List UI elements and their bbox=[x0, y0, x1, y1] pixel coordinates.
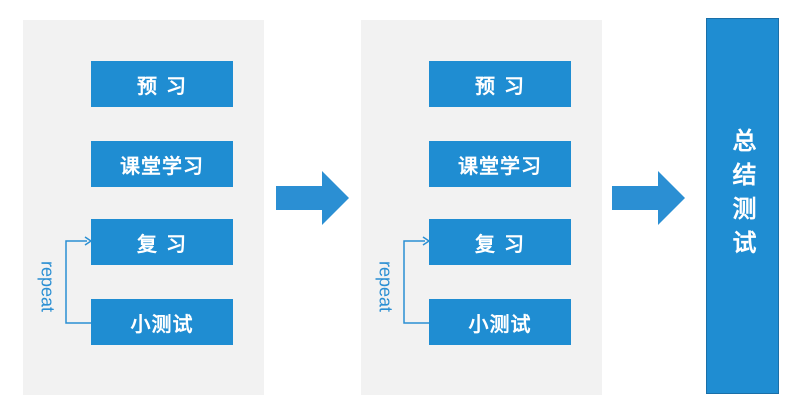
step-preview: 预 习 bbox=[91, 61, 233, 107]
right-arrow-icon bbox=[276, 171, 349, 225]
step-review: 复 习 bbox=[91, 219, 233, 265]
repeat-label: repeat bbox=[37, 261, 58, 313]
final-test-label: 总结测试 bbox=[728, 128, 756, 264]
step-quiz: 小测试 bbox=[91, 299, 233, 345]
step-quiz: 小测试 bbox=[429, 299, 571, 345]
repeat-label: repeat bbox=[375, 261, 396, 313]
stage-panel-2: 预 习 课堂学习 复 习 小测试 repeat bbox=[361, 20, 602, 395]
right-arrow-icon bbox=[612, 171, 685, 225]
step-preview: 预 习 bbox=[429, 61, 571, 107]
final-test-box: 总结测试 bbox=[706, 18, 779, 394]
step-class-study: 课堂学习 bbox=[91, 141, 233, 187]
loop-arrow-icon bbox=[403, 236, 431, 324]
stage-panel-1: 预 习 课堂学习 复 习 小测试 repeat bbox=[23, 20, 264, 395]
step-class-study: 课堂学习 bbox=[429, 141, 571, 187]
step-review: 复 习 bbox=[429, 219, 571, 265]
loop-arrow-icon bbox=[65, 236, 93, 324]
